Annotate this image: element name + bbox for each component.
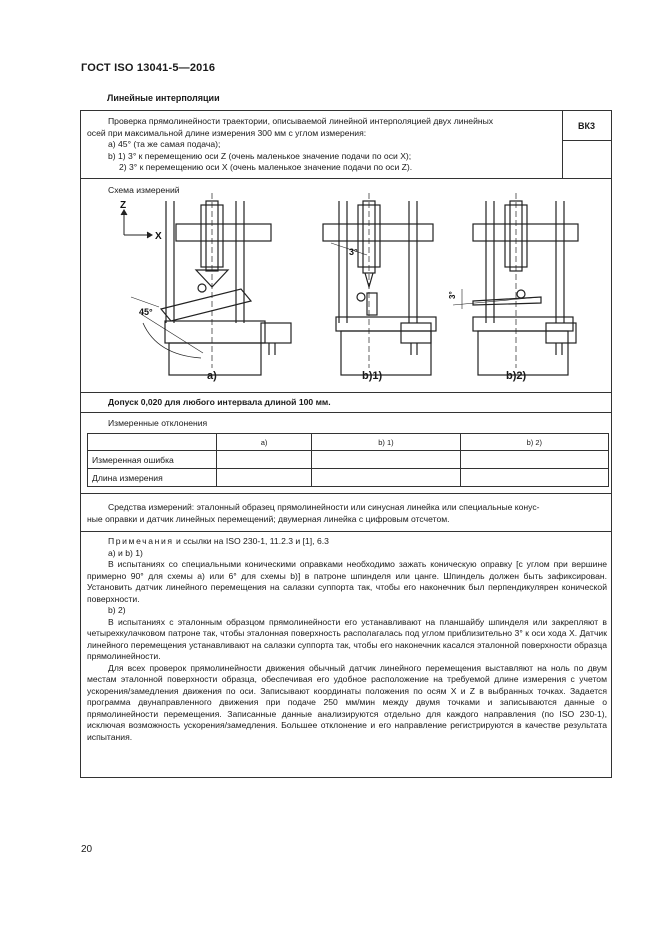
table-row: Измеренная ошибка bbox=[87, 450, 610, 469]
table-header-row: a) b) 1) b) 2) bbox=[87, 433, 610, 451]
notes-heading: Примечания и ссылки на ISO 230-1, 11.2.3… bbox=[108, 536, 329, 546]
angle-b2-label: 3° bbox=[448, 291, 457, 299]
machine-b2 bbox=[452, 193, 579, 376]
tools-block: Средства измерений: эталонный образец пр… bbox=[81, 494, 611, 532]
scheme-label: Схема измерений bbox=[108, 185, 180, 195]
measured-table: a) b) 1) b) 2) Измеренная ошибка Длина и… bbox=[87, 433, 610, 487]
column-header: b) 2) bbox=[459, 433, 610, 451]
notes-block: Примечания и ссылки на ISO 230-1, 11.2.3… bbox=[81, 532, 611, 778]
figure-b2-label: b)2) bbox=[506, 370, 527, 382]
axis-z-label: Z bbox=[120, 200, 126, 211]
measurement-diagram: Z X 45° 3° 3° bbox=[120, 193, 579, 376]
tolerance-text: Допуск 0,020 для любого интервала длиной… bbox=[108, 397, 331, 407]
figure-b1-label: b)1) bbox=[362, 370, 383, 382]
angle-b1-label: 3° bbox=[349, 247, 358, 257]
scheme-block: Схема измерений bbox=[81, 179, 611, 393]
column-header: a) bbox=[215, 433, 313, 451]
notes-paragraph: В испытаниях со специальными коническими… bbox=[87, 559, 607, 604]
row-label: Длина измерения bbox=[87, 468, 217, 487]
notes-text: Примечания и ссылки на ISO 230-1, 11.2.3… bbox=[87, 536, 607, 743]
column-header: b) 1) bbox=[311, 433, 461, 451]
measured-label: Измеренные отклонения bbox=[108, 418, 208, 428]
angle-a-label: 45° bbox=[139, 307, 153, 317]
notes-paragraph: В испытаниях с эталонным образцом прямол… bbox=[87, 616, 607, 662]
tolerance-block: Допуск 0,020 для любого интервала длиной… bbox=[81, 393, 611, 413]
row-label: Измеренная ошибка bbox=[87, 450, 217, 469]
table-cell bbox=[215, 450, 313, 469]
table-cell bbox=[311, 450, 461, 469]
check-code: ВК3 bbox=[562, 111, 611, 141]
document-header: ГОСТ ISO 13041-5—2016 bbox=[81, 62, 216, 74]
table-cell bbox=[215, 468, 313, 487]
table-row: Длина измерения bbox=[87, 468, 610, 487]
measured-block: Измеренные отклонения a) b) 1) b) 2) Изм… bbox=[81, 413, 611, 494]
notes-subheading: b) 2) bbox=[108, 605, 126, 615]
machine-a bbox=[130, 193, 292, 376]
machine-b1 bbox=[322, 193, 437, 376]
table-cell bbox=[459, 468, 610, 487]
check-block: Проверка прямолинейности траектории, опи… bbox=[81, 111, 611, 179]
tools-text: Средства измерений: эталонный образец пр… bbox=[87, 502, 540, 524]
table-cell bbox=[459, 450, 610, 469]
table-cell bbox=[311, 468, 461, 487]
check-description: Проверка прямолинейности траектории, опи… bbox=[81, 111, 563, 179]
axes-icon bbox=[120, 209, 153, 239]
notes-paragraph: Для всех проверок прямолинейности движен… bbox=[87, 662, 607, 742]
section-title: Линейные интерполяции bbox=[107, 93, 220, 103]
figure-a-label: a) bbox=[207, 370, 217, 382]
axis-x-label: X bbox=[155, 231, 162, 242]
notes-subheading: a) и b) 1) bbox=[108, 547, 143, 558]
test-card: Проверка прямолинейности траектории, опи… bbox=[80, 110, 612, 778]
page-number: 20 bbox=[81, 844, 93, 855]
